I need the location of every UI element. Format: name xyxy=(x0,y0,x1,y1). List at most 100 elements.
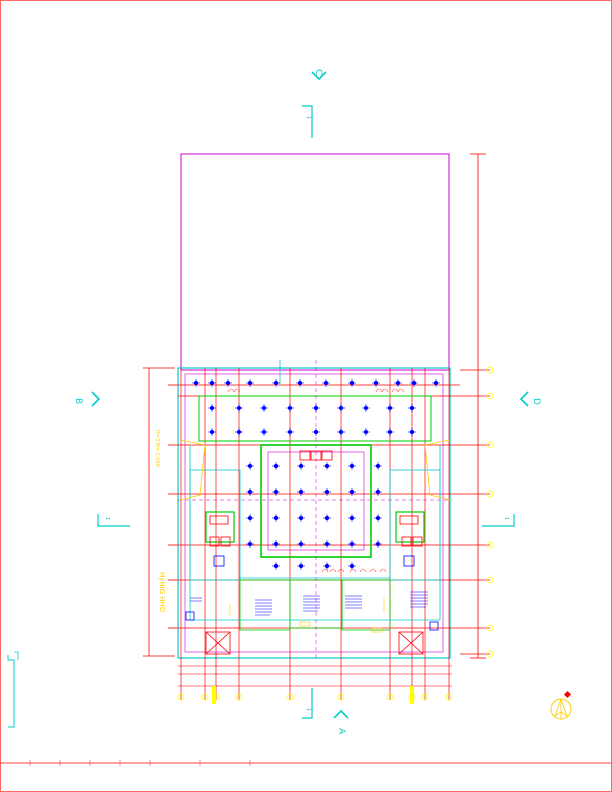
column-marker xyxy=(337,428,345,436)
column-marker xyxy=(323,562,331,570)
frame-ticks xyxy=(29,760,251,766)
column-marker xyxy=(322,379,330,387)
section-marker-left: B 1 xyxy=(73,391,130,527)
column-marker xyxy=(286,428,294,436)
column-marker xyxy=(362,428,370,436)
column-marker xyxy=(246,462,254,470)
column-marker xyxy=(297,562,305,570)
plan-inner-outline xyxy=(184,373,444,653)
upper-hall-band xyxy=(198,395,432,442)
column-marker xyxy=(348,514,356,522)
centre-lines xyxy=(178,360,452,660)
section-marker-top-label: C xyxy=(313,69,323,75)
column-marker xyxy=(348,562,356,570)
section-marker-right: D 1 xyxy=(482,391,541,527)
axis-tag-top: 1 xyxy=(305,116,311,119)
lower-zone-right xyxy=(341,579,391,631)
column-marker xyxy=(386,404,394,412)
section-marker-bottom-label: A xyxy=(336,728,346,735)
vertical-grid xyxy=(180,368,450,700)
column-marker xyxy=(297,514,305,522)
column-marker xyxy=(374,540,382,548)
column-marker xyxy=(272,379,280,387)
hall-columns xyxy=(246,462,382,570)
column-marker xyxy=(408,428,416,436)
column-marker xyxy=(337,404,345,412)
right-axis-bubbles xyxy=(486,366,494,658)
column-marker xyxy=(410,379,418,387)
lower-equipment xyxy=(185,555,439,631)
column-marker xyxy=(246,540,254,548)
column-marker xyxy=(323,488,331,496)
column-marker xyxy=(323,540,331,548)
north-arrow-icon xyxy=(550,690,572,720)
yellow-slopes xyxy=(179,439,451,501)
column-marker xyxy=(208,404,216,412)
left-room xyxy=(189,469,241,581)
column-marker xyxy=(297,462,305,470)
lower-annotation-blocks xyxy=(190,591,428,616)
column-marker xyxy=(272,514,280,522)
right-room xyxy=(389,469,441,581)
column-marker xyxy=(394,379,402,387)
column-marker xyxy=(432,379,440,387)
column-marker xyxy=(260,404,268,412)
column-marker xyxy=(296,379,304,387)
column-marker xyxy=(297,488,305,496)
column-marker xyxy=(312,404,320,412)
column-marker xyxy=(246,514,254,522)
section-marker-left-label: B xyxy=(73,398,83,404)
column-marker xyxy=(408,404,416,412)
left-margin-bracket-top xyxy=(14,651,19,660)
column-marker xyxy=(235,428,243,436)
cyan-wall-details xyxy=(189,360,441,621)
column-marker xyxy=(272,540,280,548)
section-marker-bottom: A 1 xyxy=(302,688,349,735)
column-marker xyxy=(208,428,216,436)
column-marker xyxy=(323,462,331,470)
right-room-green xyxy=(395,511,425,543)
stair-left xyxy=(205,631,231,655)
dimension-note: H=3.9m 1:100 xyxy=(154,430,160,467)
column-marker xyxy=(348,379,356,387)
right-dimension-ticks xyxy=(460,369,490,655)
bottom-yellow-markers xyxy=(212,686,414,704)
column-marker xyxy=(348,462,356,470)
column-marker xyxy=(272,462,280,470)
right-dimension xyxy=(470,153,486,659)
section-marker-top: C 1 xyxy=(302,69,327,138)
column-marker xyxy=(374,488,382,496)
horizontal-grid xyxy=(178,384,460,629)
column-marker xyxy=(362,404,370,412)
column-marker xyxy=(286,404,294,412)
column-marker xyxy=(272,562,280,570)
left-margin-bracket xyxy=(7,655,15,728)
bottom-dimension-lines xyxy=(178,665,452,687)
column-marker xyxy=(246,379,254,387)
plan-outer-outline xyxy=(177,367,451,659)
column-marker xyxy=(260,428,268,436)
column-marker xyxy=(348,540,356,548)
column-marker xyxy=(246,488,254,496)
left-dimension xyxy=(143,367,178,657)
section-marker-right-label: D xyxy=(531,398,541,405)
fixture-row-top xyxy=(227,388,405,573)
stair-right xyxy=(398,631,424,655)
lower-zone-left xyxy=(239,579,291,631)
column-marker xyxy=(224,379,232,387)
axis-tag-bottom: 1 xyxy=(305,708,311,711)
column-marker xyxy=(323,514,331,522)
axis-tag-left: 1 xyxy=(104,517,110,520)
column-marker xyxy=(374,514,382,522)
column-marker xyxy=(372,379,380,387)
column-marker xyxy=(312,428,320,436)
equipment-blocks xyxy=(209,450,423,547)
column-marker xyxy=(297,540,305,548)
column-marker xyxy=(208,379,216,387)
axis-tag-right: 1 xyxy=(503,517,509,520)
upper-columns xyxy=(192,379,440,436)
column-marker xyxy=(374,462,382,470)
column-marker xyxy=(272,488,280,496)
title-note: HyHIG HHD xyxy=(158,572,166,612)
